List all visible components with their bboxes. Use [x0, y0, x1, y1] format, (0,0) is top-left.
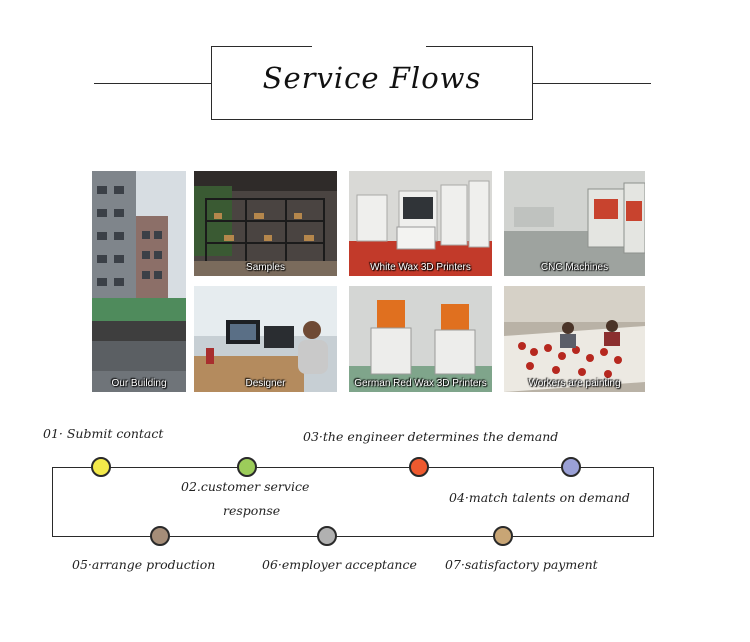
photo-caption: CNC Machines: [540, 262, 609, 273]
photo-workers-painting: Workers are painting: [504, 286, 645, 392]
step-07-label: 07·satisfactory payment: [445, 557, 598, 572]
step-05-label: 05·arrange production: [72, 557, 216, 572]
title-frame: Service Flows: [211, 45, 533, 120]
flow-line-top: [52, 467, 654, 468]
flow-line-bottom: [52, 536, 654, 537]
photo-caption: Samples: [246, 262, 285, 273]
photo-designer: Designer: [194, 286, 337, 392]
step-07-dot: [493, 526, 513, 546]
step-01-dot: [91, 457, 111, 477]
red-wax-printers-image: [349, 286, 492, 392]
flow-line-right: [653, 467, 654, 537]
samples-image: [194, 171, 337, 276]
photo-red-wax-printers: German Red Wax 3D Printers: [349, 286, 492, 392]
flow-line-left: [52, 467, 53, 537]
photo-caption: Our Building: [111, 378, 167, 389]
white-wax-printers-image: [349, 171, 492, 276]
step-04-dot: [561, 457, 581, 477]
step-06-dot: [317, 526, 337, 546]
step-03-dot: [409, 457, 429, 477]
step-02-dot: [237, 457, 257, 477]
step-06-label: 06·employer acceptance: [262, 557, 417, 572]
photo-cnc-machines: CNC Machines: [504, 171, 645, 276]
photo-caption: Workers are painting: [528, 378, 621, 389]
step-01-label: 01· Submit contact: [43, 426, 164, 441]
photo-caption: German Red Wax 3D Printers: [354, 378, 487, 389]
header-left-line: [94, 83, 213, 84]
step-04-label: 04·match talents on demand: [449, 490, 630, 505]
photo-our-building: Our Building: [92, 171, 186, 392]
step-02-label: 02.customer service: [181, 479, 310, 494]
photo-caption: White Wax 3D Printers: [370, 262, 471, 273]
page-title: Service Flows: [262, 61, 482, 95]
photo-caption: Designer: [245, 378, 286, 389]
step-05-dot: [150, 526, 170, 546]
designer-image: [194, 286, 337, 392]
step-03-label: 03·the engineer determines the demand: [303, 429, 559, 444]
photo-samples: Samples: [194, 171, 337, 276]
header-right-line: [533, 83, 651, 84]
step-02-label-line2: response: [223, 503, 281, 518]
photo-white-wax-printers: White Wax 3D Printers: [349, 171, 492, 276]
building-image: [92, 171, 186, 392]
frame-gap-top: [312, 45, 426, 49]
workers-painting-image: [504, 286, 645, 392]
cnc-machines-image: [504, 171, 645, 276]
